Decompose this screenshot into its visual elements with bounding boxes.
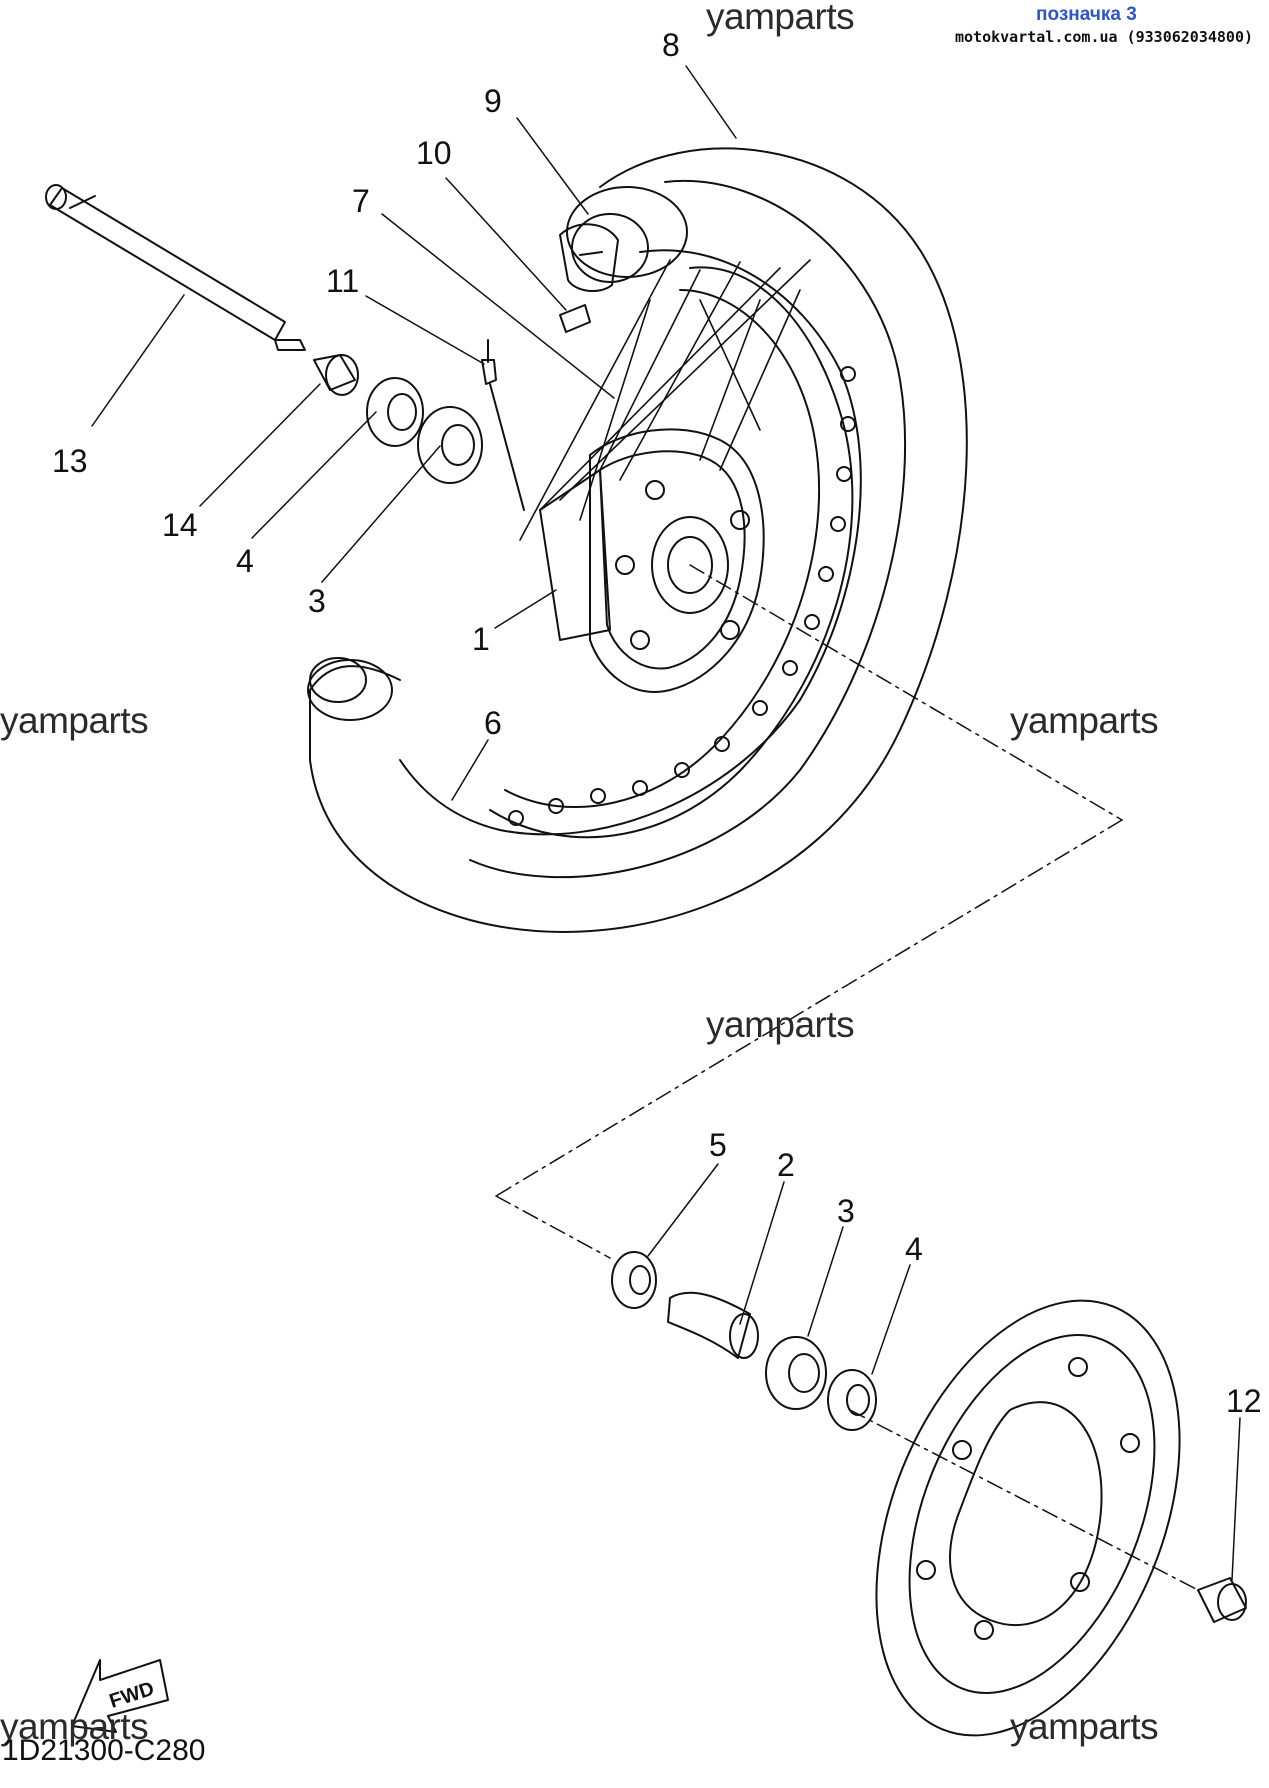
watermark-bottom-right: yamparts: [1010, 1706, 1159, 1747]
bearing-part-3-lower: [765, 1336, 827, 1410]
callout-11: 11: [326, 263, 359, 299]
brake-disc: [875, 1299, 1181, 1737]
axle-centerline: [495, 564, 1199, 1591]
collar-part-14: [313, 354, 359, 396]
callouts: 1 2 3 3 4 4 5 6 7 8 9 10 11 12 13 14: [52, 27, 1262, 1419]
callout-14: 14: [162, 507, 198, 543]
leader-lines: [91, 65, 1241, 1581]
callout-8: 8: [662, 27, 680, 63]
callout-3-upper: 3: [308, 583, 326, 619]
callout-7: 7: [352, 183, 370, 219]
watermark-center: yamparts: [706, 1004, 855, 1045]
callout-12: 12: [1226, 1383, 1262, 1419]
callout-1: 1: [472, 621, 490, 657]
bolt-part-12: [1197, 1577, 1247, 1623]
callout-6: 6: [484, 705, 502, 741]
rim-part-6: [489, 266, 856, 839]
oil-seal-part-4-lower: [827, 1369, 877, 1431]
watermark-bottom-left: yamparts: [0, 1706, 149, 1747]
header-label: позначка 3: [1036, 4, 1137, 25]
callout-10: 10: [416, 135, 452, 171]
callout-2: 2: [777, 1147, 795, 1183]
axle-part-13: [45, 184, 306, 351]
tire-part-8: [307, 147, 968, 933]
spacer-part-2: [667, 1291, 759, 1359]
oil-seal-part-5: [611, 1251, 657, 1309]
tube-part-10: [559, 304, 591, 333]
watermark-left: yamparts: [0, 700, 149, 741]
spokes-part-7: [519, 259, 811, 541]
callout-4-upper: 4: [236, 543, 254, 579]
bearing-part-3-upper: [417, 406, 483, 484]
callout-4-lower: 4: [905, 1231, 923, 1267]
oil-seal-part-4-upper: [366, 377, 424, 447]
callout-5: 5: [709, 1127, 727, 1163]
callout-3-lower: 3: [837, 1193, 855, 1229]
callout-9: 9: [484, 83, 502, 119]
watermark-top: yamparts: [706, 0, 855, 37]
hub-part-1: [539, 428, 765, 693]
header-site: motokvartal.com.ua (933062034800): [954, 28, 1253, 46]
nipple-part-11: [481, 339, 525, 511]
watermark-right: yamparts: [1010, 700, 1159, 741]
rim-strip-part-9: [559, 223, 619, 292]
callout-13: 13: [52, 443, 88, 479]
diagram-code: 1D21300-C280: [2, 1734, 206, 1767]
